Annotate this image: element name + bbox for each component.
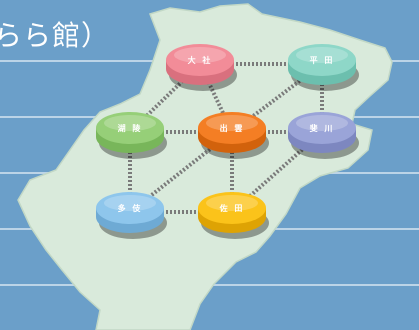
node-label: 湖 陵 [118,123,143,133]
connector-hirata-izumo [230,62,324,134]
node-top [96,192,164,224]
node-sada[interactable]: 佐 田 [198,192,269,239]
node-top [96,112,164,144]
node-top [288,112,356,144]
node-gloss [206,115,258,131]
node-top [198,112,266,144]
node-gloss [104,195,156,211]
node-taki[interactable]: 多 伎 [96,192,167,239]
node-label: 出 雲 [220,123,245,133]
diagram-nodes: 大 社 平 田湖 陵 出 雲 斐 川多 伎 佐 田 [96,44,359,239]
node-label: 斐 川 [309,123,335,133]
node-izumo[interactable]: 出 雲 [198,112,269,159]
region-map-shape [17,3,393,330]
node-hikawa[interactable]: 斐 川 [288,112,359,159]
node-gloss [206,195,258,211]
node-taisha[interactable]: 大 社 [166,44,237,91]
node-label: 大 社 [188,55,213,65]
node-top [166,44,234,76]
node-gloss [296,115,348,131]
page-title: らら館） [0,19,111,52]
node-top [198,192,266,224]
node-label: 平 田 [310,56,335,65]
node-gloss [174,47,226,63]
node-top [288,44,356,76]
node-label: 多 伎 [118,203,143,213]
node-hirata[interactable]: 平 田 [288,44,359,91]
node-label: 佐 田 [219,203,245,213]
node-kosui[interactable]: 湖 陵 [96,112,167,159]
node-gloss [104,115,156,131]
node-gloss [296,47,348,63]
